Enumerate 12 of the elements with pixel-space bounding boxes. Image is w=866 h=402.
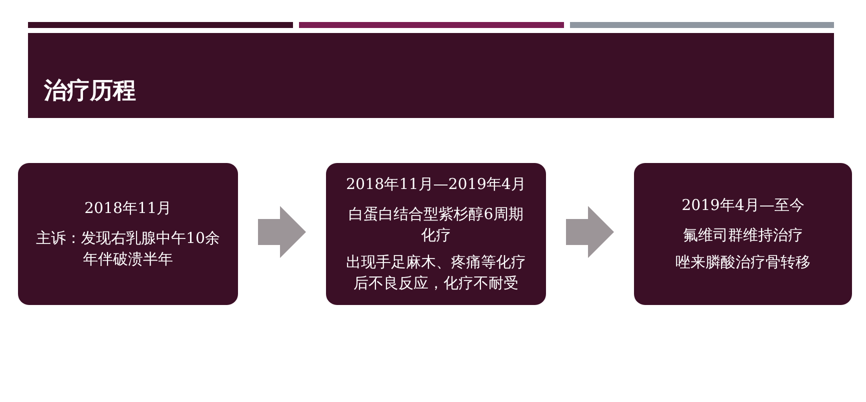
title: 治疗历程 bbox=[44, 77, 136, 105]
process-box bbox=[326, 163, 546, 305]
date-text: 2018年11月 bbox=[84, 198, 172, 219]
description-text: 唑来膦酸治疗骨转移 bbox=[676, 252, 810, 273]
date-text: 2019年4月—至今 bbox=[682, 195, 804, 216]
description-text: 氟维司群维持治疗 bbox=[683, 225, 803, 246]
description-text: 白蛋白结合型紫杉醇6周期化疗 bbox=[348, 204, 524, 246]
date-text: 2018年11月—2019年4月 bbox=[346, 174, 526, 195]
process-box bbox=[634, 163, 852, 305]
process-box bbox=[18, 163, 238, 305]
description-text: 主诉：发现右乳腺中午10余年伴破溃半年 bbox=[34, 228, 222, 270]
description-text: 出现手足麻木、疼痛等化疗后不良反应，化疗不耐受 bbox=[345, 252, 527, 294]
